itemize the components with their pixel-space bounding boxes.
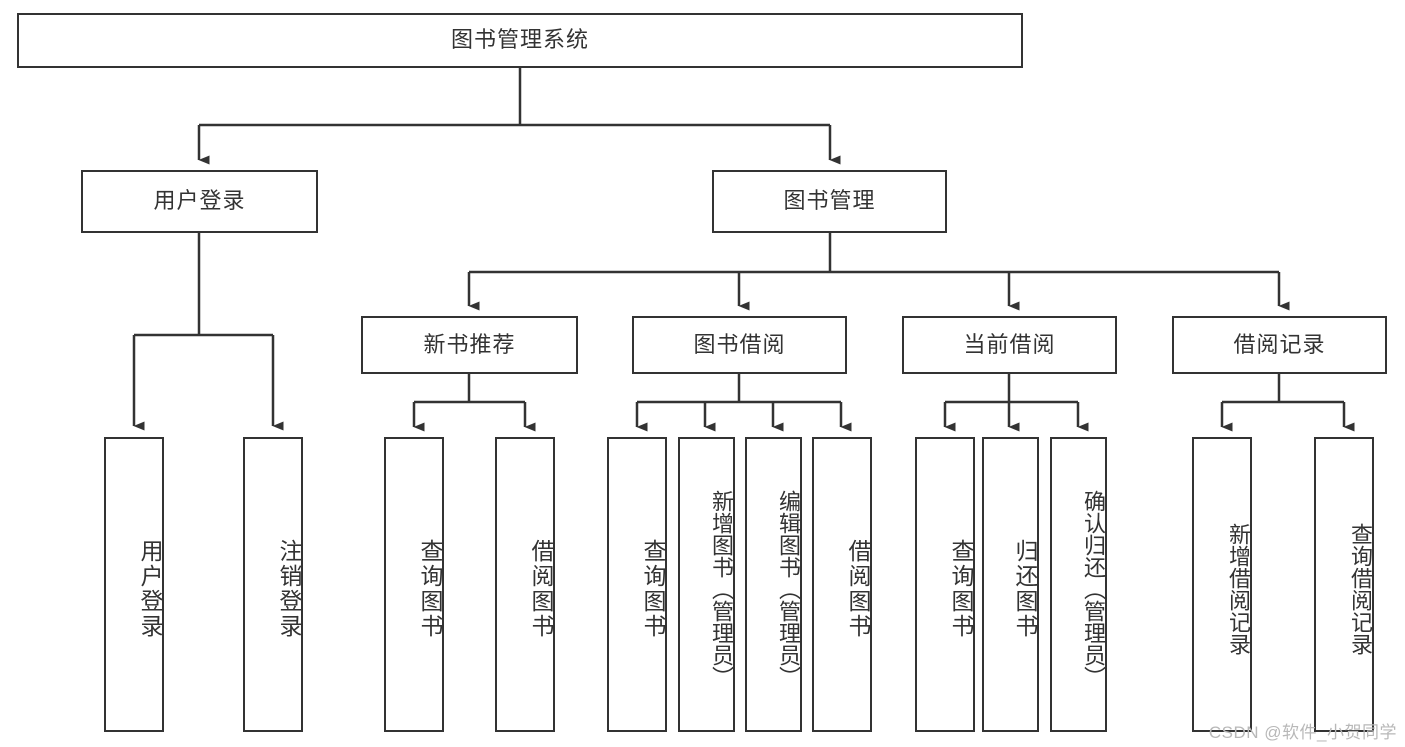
node-label: 借阅记录 (1233, 331, 1326, 357)
csdn-watermark: CSDN @软件_小贺同学 (1208, 723, 1397, 742)
node-label: 新书推荐 (423, 331, 516, 357)
node-leaf-query-book-current[interactable]: 查询图书 (915, 437, 975, 732)
node-label: 当前借阅 (963, 331, 1056, 357)
node-label: 借阅图书 (845, 538, 871, 639)
node-leaf-query-borrow-record[interactable]: 查询借阅记录 (1314, 437, 1374, 732)
node-leaf-edit-book-admin[interactable]: 编辑图书（管理员） (745, 437, 802, 732)
node-book-management[interactable]: 图书管理 (712, 170, 947, 233)
node-leaf-query-book-recommend[interactable]: 查询图书 (384, 437, 444, 732)
node-label: 归还图书 (1012, 538, 1038, 639)
node-leaf-confirm-return-admin[interactable]: 确认归还（管理员） (1050, 437, 1107, 732)
node-current-borrow[interactable]: 当前借阅 (902, 316, 1117, 374)
node-label: 查询图书 (948, 538, 974, 639)
node-leaf-return-book[interactable]: 归还图书 (982, 437, 1039, 732)
node-leaf-add-book-admin[interactable]: 新增图书（管理员） (678, 437, 735, 732)
node-book-management-system[interactable]: 图书管理系统 (17, 13, 1023, 68)
node-label: 编辑图书（管理员） (776, 489, 801, 688)
node-leaf-borrow-book-recommend[interactable]: 借阅图书 (495, 437, 555, 732)
node-label: 图书借阅 (693, 331, 786, 357)
node-label: 新增图书（管理员） (709, 489, 734, 688)
node-new-book-recommend[interactable]: 新书推荐 (361, 316, 578, 374)
node-leaf-add-borrow-record[interactable]: 新增借阅记录 (1192, 437, 1252, 732)
node-leaf-borrow-book[interactable]: 借阅图书 (812, 437, 872, 732)
node-label: 确认归还（管理员） (1081, 489, 1106, 688)
node-label: 图书管理系统 (450, 27, 589, 53)
node-label: 新增借阅记录 (1226, 522, 1251, 655)
node-label: 查询图书 (417, 538, 443, 639)
node-label: 查询图书 (640, 538, 666, 639)
node-label: 用户登录 (153, 188, 246, 214)
node-book-borrow[interactable]: 图书借阅 (632, 316, 847, 374)
node-leaf-query-book-borrow[interactable]: 查询图书 (607, 437, 667, 732)
node-label: 查询借阅记录 (1348, 522, 1373, 655)
node-label: 注销登录 (276, 538, 302, 639)
node-user-login[interactable]: 用户登录 (81, 170, 318, 233)
node-label: 借阅图书 (528, 538, 554, 639)
node-leaf-user-login[interactable]: 用户登录 (104, 437, 164, 732)
node-label: 用户登录 (137, 538, 163, 639)
node-label: 图书管理 (783, 188, 876, 214)
node-borrow-record[interactable]: 借阅记录 (1172, 316, 1387, 374)
node-leaf-logout-login[interactable]: 注销登录 (243, 437, 303, 732)
